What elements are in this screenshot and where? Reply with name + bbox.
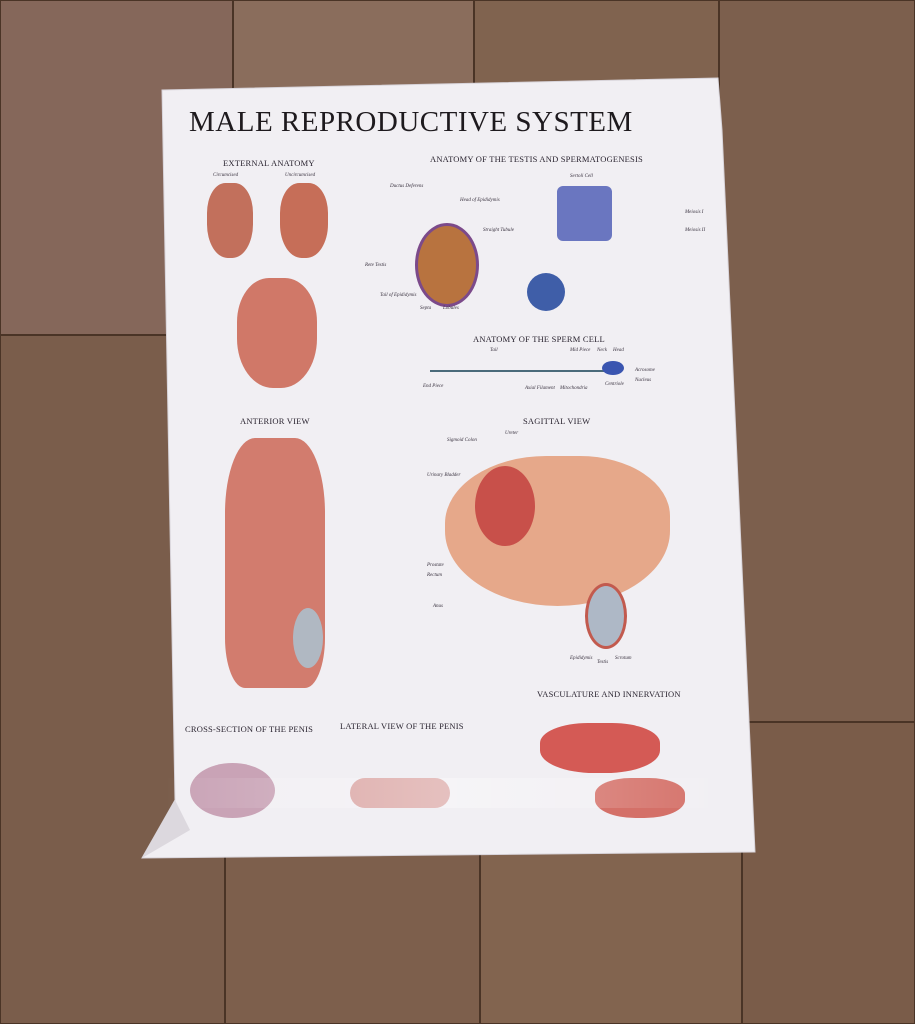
label: Acrosome <box>635 368 655 373</box>
label: Head of Epididymis <box>460 198 500 203</box>
sperm-head <box>602 361 624 375</box>
section-sperm-cell: ANATOMY OF THE SPERM CELL <box>473 334 605 344</box>
floor-plank <box>742 722 915 1024</box>
label-uncircumcised: Uncircumcised <box>285 173 316 178</box>
label: Sertoli Cell <box>570 174 593 179</box>
floor-plank <box>233 0 474 90</box>
label: Septa <box>420 306 432 311</box>
section-lateral-view: LATERAL VIEW OF THE PENIS <box>340 721 464 731</box>
anatomy-poster: MALE REPRODUCTIVE SYSTEM EXTERNAL ANATOM… <box>165 88 735 850</box>
internal-external-illustration <box>237 278 317 388</box>
label: Meiosis I <box>685 210 704 215</box>
label: Nucleus <box>635 378 652 383</box>
label: Ureter <box>505 431 519 436</box>
label: Meiosis II <box>685 228 706 233</box>
cross-section-illustration <box>190 763 275 818</box>
sertoli-illustration <box>557 186 612 241</box>
section-cross-section: CROSS-SECTION OF THE PENIS <box>185 724 314 734</box>
poster-title: MALE REPRODUCTIVE SYSTEM <box>189 106 633 138</box>
label: Axial Filament <box>525 386 555 391</box>
label: Straight Tubule <box>483 228 514 233</box>
light-glare <box>165 778 735 808</box>
label: Rectum <box>427 573 442 578</box>
section-sagittal-view: SAGITTAL VIEW <box>523 416 591 426</box>
label: Epididymis <box>570 656 593 661</box>
section-testis: ANATOMY OF THE TESTIS AND SPERMATOGENESI… <box>430 154 643 164</box>
label-circumcised: Circumcised <box>213 173 239 178</box>
sperm-illustration <box>430 370 620 372</box>
label: Mitochondria <box>560 386 588 391</box>
label: Lobules <box>443 306 459 311</box>
label: Centriole <box>605 382 624 387</box>
label: Mid Piece <box>570 348 591 353</box>
floor-plank <box>225 850 480 1024</box>
label: Ductus Deferens <box>390 184 424 189</box>
section-vasculature: VASCULATURE AND INNERVATION <box>537 689 681 699</box>
label: Rete Testis <box>365 263 387 268</box>
section-external-anatomy: EXTERNAL ANATOMY <box>223 158 315 168</box>
vasculature-penis <box>595 778 685 818</box>
label: Urinary Bladder <box>427 473 461 478</box>
bladder <box>475 466 535 546</box>
floor-plank <box>480 850 742 1024</box>
testis-sagittal <box>585 583 627 649</box>
lateral-illustration <box>350 778 450 808</box>
external-illustration <box>207 183 253 258</box>
testis-illustration <box>415 223 479 307</box>
label: Neck <box>597 348 607 353</box>
section-anterior-view: ANTERIOR VIEW <box>240 416 310 426</box>
label: Head <box>613 348 624 353</box>
label: Sigmoid Colon <box>447 438 477 443</box>
sagittal-illustration <box>445 456 670 606</box>
vasculature-illustration <box>540 723 660 773</box>
testis-anterior <box>293 608 323 668</box>
label: Prostate <box>427 563 444 568</box>
external-illustration <box>280 183 328 258</box>
floor-plank <box>719 0 915 722</box>
label: Testis <box>597 660 609 665</box>
label: Anus <box>433 604 443 609</box>
tubule-cross-section <box>527 273 565 311</box>
label: Tail of Epididymis <box>380 293 417 298</box>
label: End Piece <box>423 384 444 389</box>
label: Tail <box>490 348 498 353</box>
label: Scrotum <box>615 656 632 661</box>
